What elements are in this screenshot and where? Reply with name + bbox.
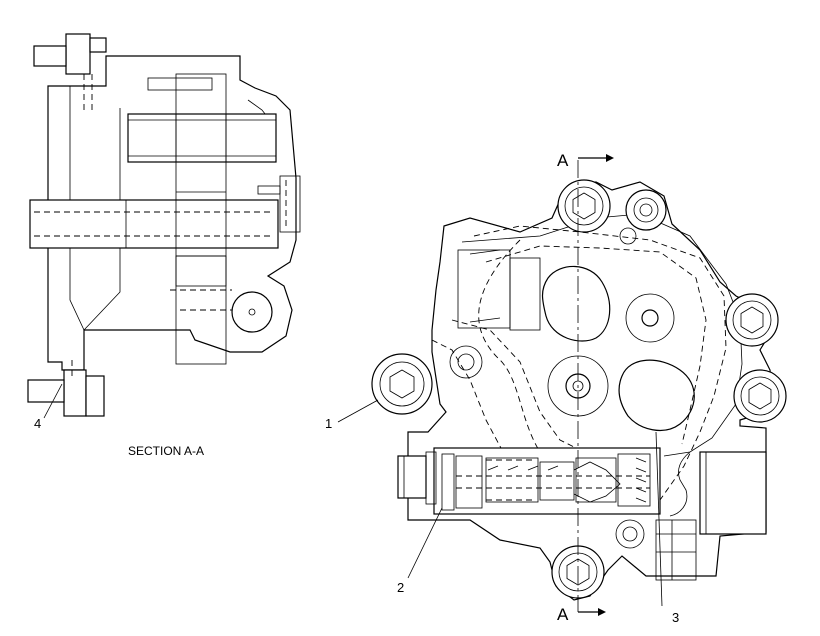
callout-3: 3 [655, 431, 679, 625]
callout-1: 1 [325, 399, 379, 431]
bolt-right-lower [733, 369, 787, 423]
end-view [397, 181, 773, 601]
callout-3-label: 3 [672, 610, 679, 625]
callout-1-label: 1 [325, 416, 332, 431]
callout-2: 2 [397, 507, 443, 595]
callout-4-label: 4 [34, 416, 41, 431]
bolt-left [371, 353, 433, 415]
section-mark-top: A [557, 151, 569, 170]
section-mark-bottom: A [557, 605, 569, 624]
callout-2-label: 2 [397, 580, 404, 595]
callout-4: 4 [34, 383, 63, 431]
bolt-heads [371, 179, 787, 599]
bolt-top [557, 179, 611, 233]
section-title: SECTION A-A [128, 444, 204, 458]
section-line-a-a: A A [557, 151, 614, 624]
section-view [27, 33, 301, 417]
bolt-top-right [625, 189, 667, 231]
bolt-right-upper [725, 293, 779, 347]
